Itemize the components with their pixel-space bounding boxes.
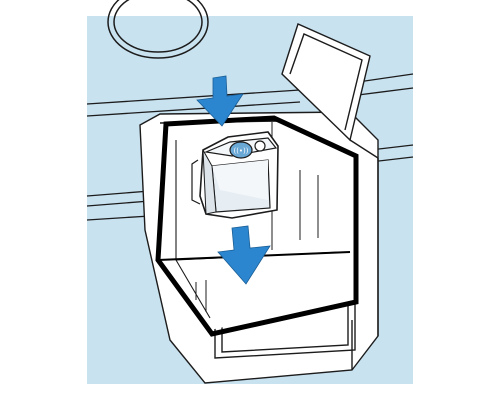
arrow-down-icon [217, 225, 271, 285]
circle-button-icon [254, 140, 266, 152]
device-badge-mark: ((•)) [233, 147, 248, 155]
device: ((•)) [191, 131, 279, 219]
background-counter [86, 73, 414, 221]
device-badge [229, 141, 253, 159]
arrow-down-icon [196, 75, 244, 127]
porthole-decoration [107, 0, 209, 59]
